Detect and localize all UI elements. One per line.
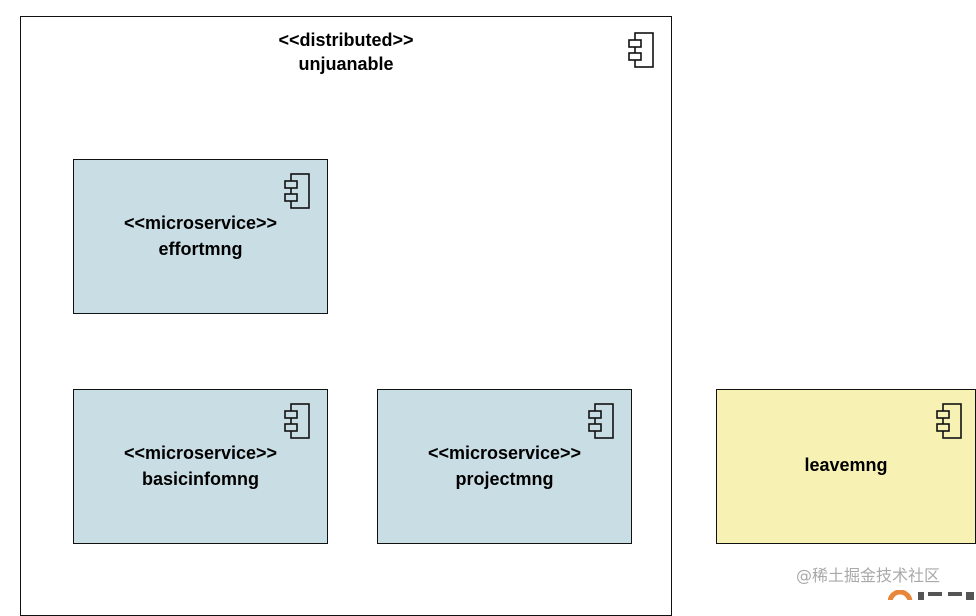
- microservice-basicinfomng: <<microservice>> basicinfomng: [73, 389, 328, 544]
- microservice-projectmng: <<microservice>> projectmng: [377, 389, 632, 544]
- component-stereotype: <<microservice>>: [427, 443, 582, 463]
- logo-icon: [888, 590, 976, 600]
- component-name: basicinfomng: [141, 469, 259, 489]
- distributed-component-unjuanable: <<distributed>> unjuanable <<microservic…: [20, 16, 672, 616]
- component-icon: [284, 173, 310, 209]
- component-name: projectmng: [455, 469, 554, 489]
- component-name: leavemng: [804, 455, 888, 475]
- component-icon: [936, 403, 962, 439]
- watermark-text: @稀土掘金技术社区: [796, 566, 941, 585]
- component-name: unjuanable: [298, 54, 394, 74]
- component-name: effortmng: [158, 239, 243, 259]
- component-icon: [284, 403, 310, 439]
- component-stereotype: <<distributed>>: [278, 30, 414, 50]
- component-leavemng: leavemng: [716, 389, 976, 544]
- microservice-effortmng: <<microservice>> effortmng: [73, 159, 328, 314]
- component-icon: [628, 32, 654, 68]
- component-icon: [588, 403, 614, 439]
- component-stereotype: <<microservice>>: [123, 213, 278, 233]
- component-stereotype: <<microservice>>: [123, 443, 278, 463]
